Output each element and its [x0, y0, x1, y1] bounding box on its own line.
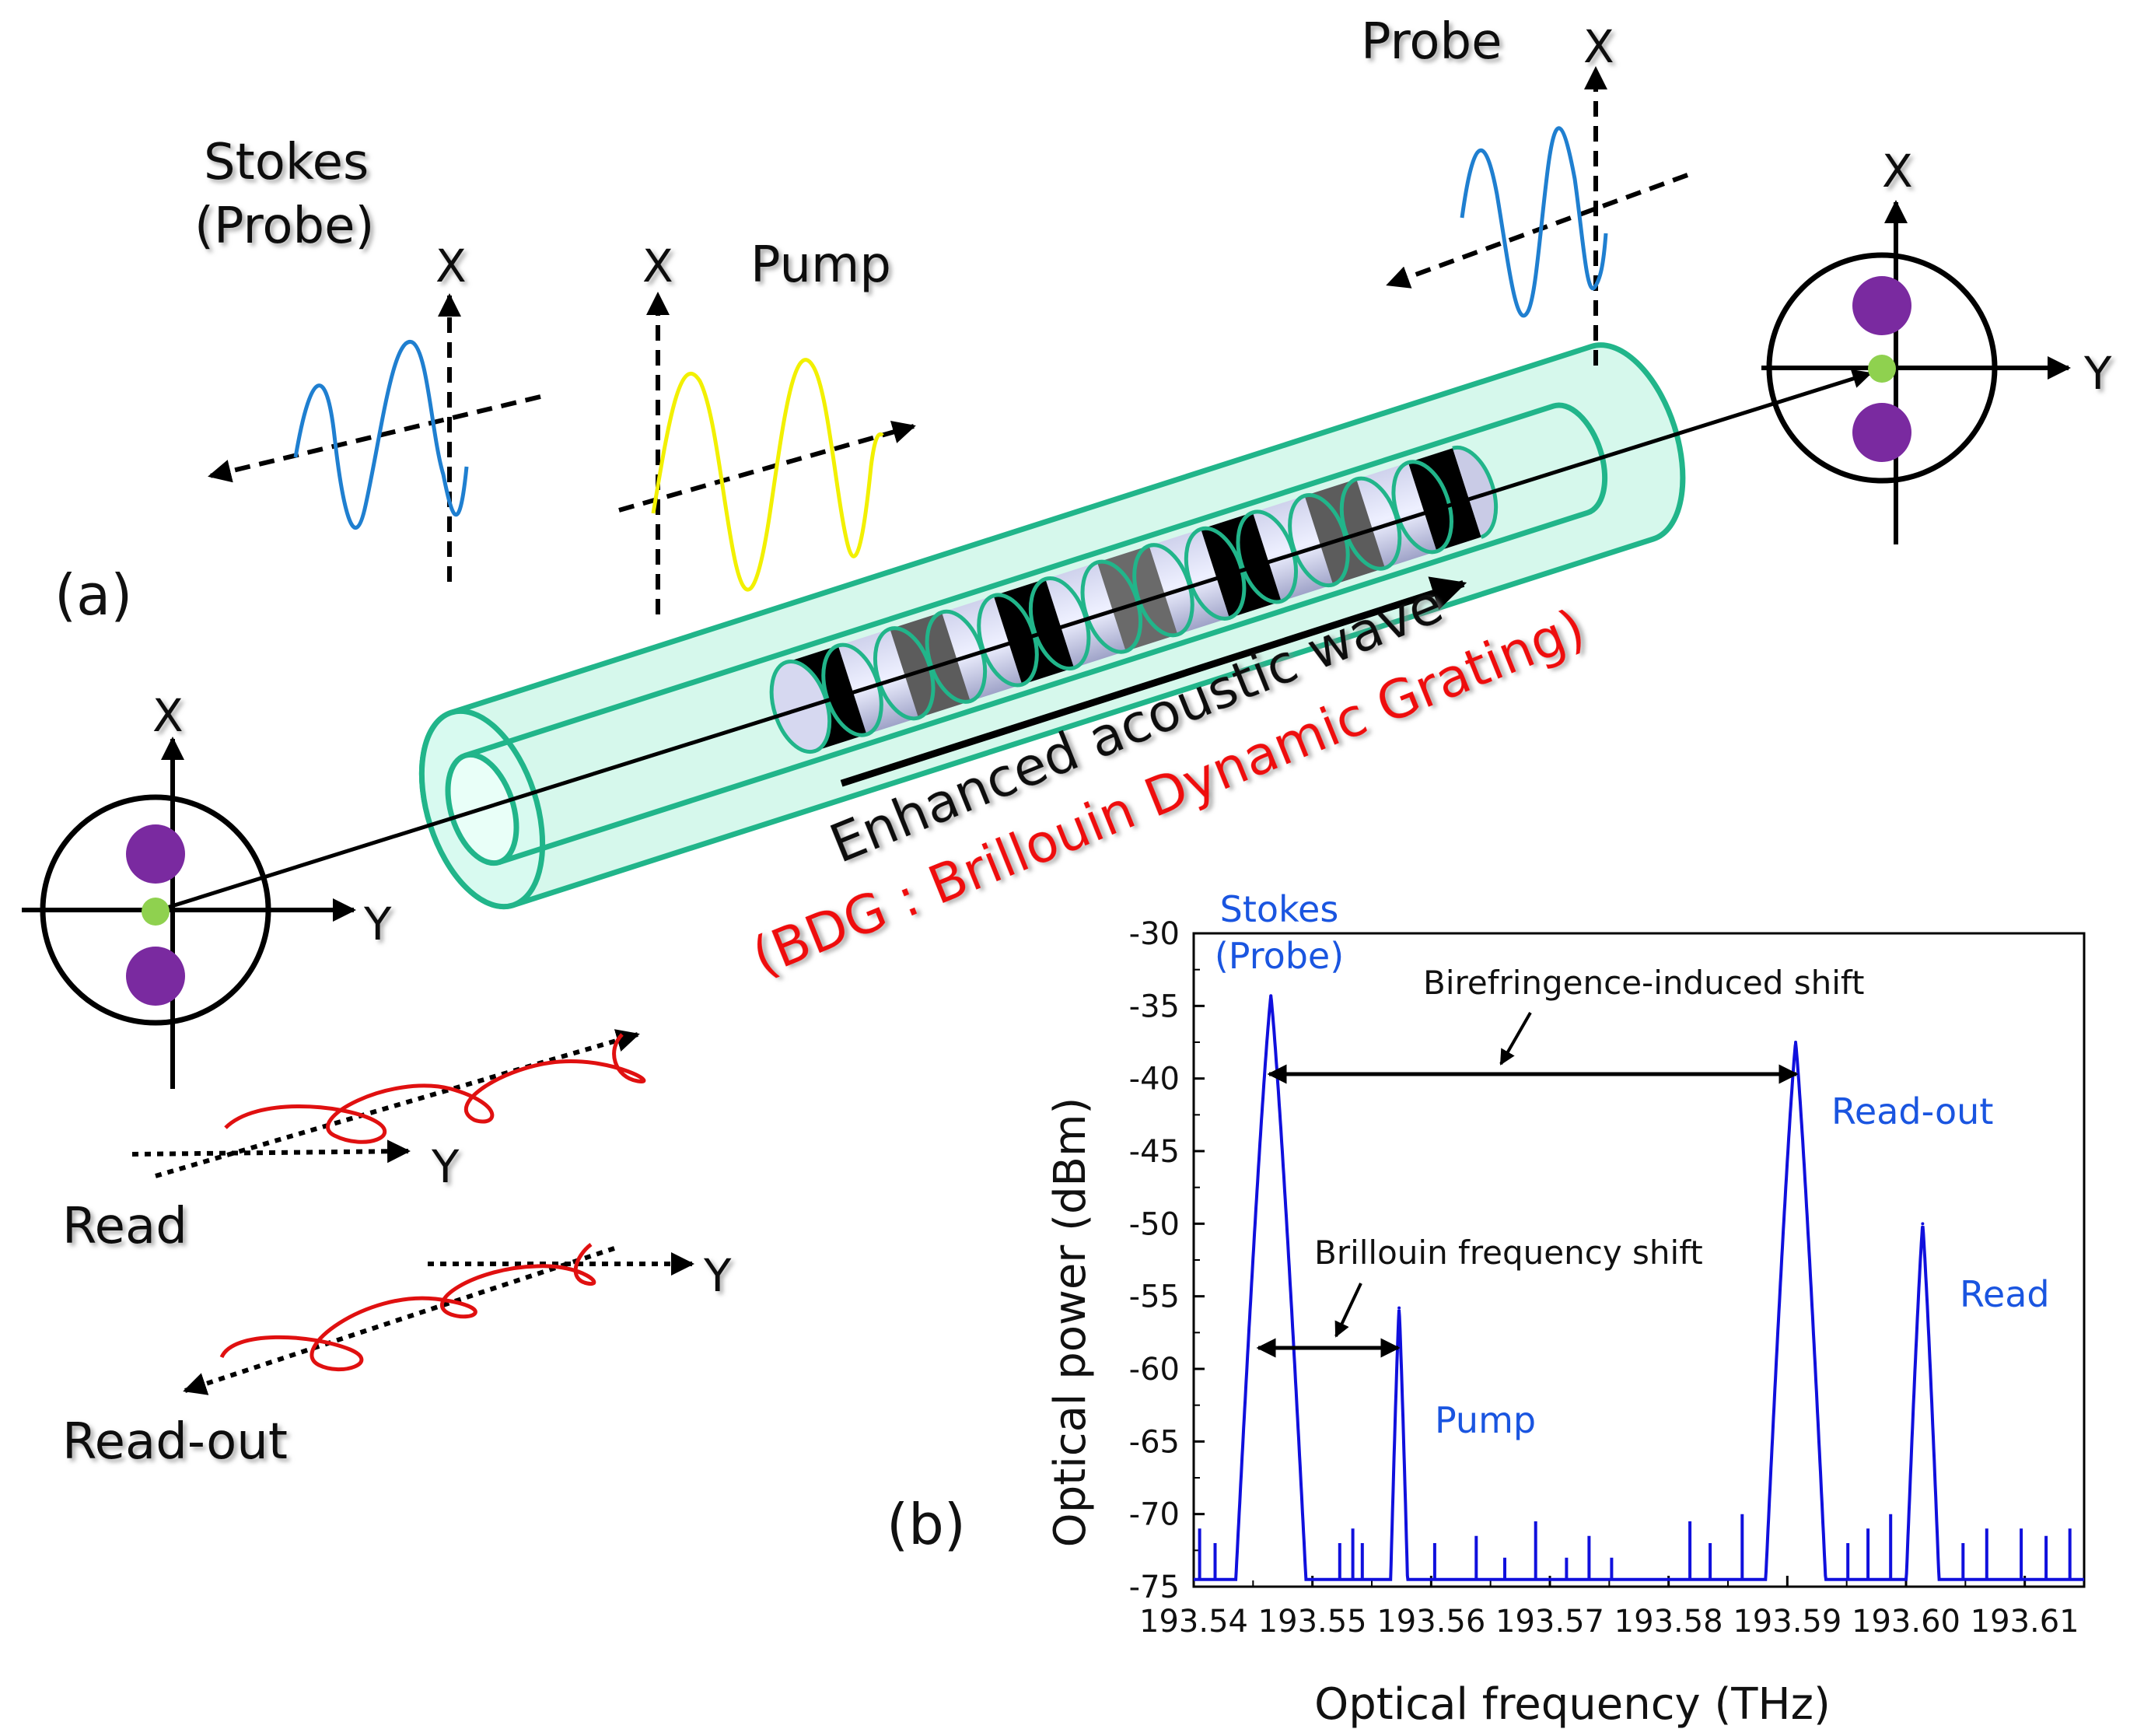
panel-a-schematic: Enhanced acoustic wave (BDG : Brillouin … — [22, 13, 2112, 1471]
pump-axis-x: X — [642, 240, 673, 292]
y-tick-label: -70 — [1129, 1497, 1180, 1533]
propagation-axis-line — [159, 369, 1873, 912]
y-tick-label: -50 — [1129, 1206, 1180, 1242]
x-axis-label: Optical frequency (THz) — [1314, 1679, 1831, 1730]
x-tick-label: 193.59 — [1733, 1604, 1841, 1640]
stokes-wave — [293, 340, 469, 530]
chart-axes — [1192, 932, 2086, 1588]
birefringence-shift-annotation: Birefringence-induced shift — [1267, 964, 1864, 1084]
stokes-wave-group: X Stokes (Probe) — [194, 134, 541, 582]
y-tick-label: -45 — [1129, 1134, 1180, 1170]
y-tick-label: -35 — [1129, 989, 1180, 1024]
readout-label: Read-out — [62, 1413, 288, 1471]
probe-wave-group: X Probe — [1361, 13, 1689, 366]
read-wave-group: Y Read — [62, 1029, 646, 1255]
pump-wave — [651, 358, 884, 592]
x-tick-label: 193.61 — [1971, 1604, 2079, 1640]
mode-lobe-upper — [126, 824, 185, 884]
stokes-axis-x: X — [435, 240, 467, 292]
acoustic-wave-arrow — [840, 576, 1467, 787]
birefringence-label: Birefringence-induced shift — [1423, 964, 1864, 1002]
panel-b-label: (b) — [887, 1492, 966, 1557]
x-tick-label: 193.55 — [1258, 1604, 1367, 1640]
mode-lobe-lower — [1852, 403, 1911, 462]
pump-label: Pump — [750, 236, 891, 294]
probe-label: Probe — [1361, 13, 1502, 71]
peak-point — [1921, 1222, 1925, 1226]
probe-wave — [1460, 126, 1608, 318]
probe-axis-x: X — [1583, 20, 1614, 73]
brillouin-shift-annotation: Brillouin frequency shift — [1256, 1234, 1703, 1358]
stokes-label-line2: (Probe) — [194, 198, 374, 255]
read-label: Read — [62, 1198, 187, 1255]
x-tick-label: 193.58 — [1614, 1604, 1723, 1640]
spectrum-line — [1194, 996, 2084, 1581]
optical-fiber — [418, 342, 1686, 910]
read-wave — [224, 1033, 646, 1144]
x-tick-label: 193.54 — [1139, 1604, 1248, 1640]
y-tick-label: -40 — [1129, 1062, 1180, 1097]
readout-axis-y: Y — [703, 1249, 732, 1302]
y-tick-label: -55 — [1129, 1279, 1180, 1315]
peak-label-stokes-line1: Stokes — [1220, 888, 1339, 930]
acoustic-grating — [769, 445, 1499, 754]
output-fiber-cross-section: X Y — [1761, 145, 2112, 544]
readout-wave-group: Y Read-out — [62, 1243, 732, 1471]
y-tick-label: -65 — [1129, 1424, 1180, 1460]
output-axis-x: X — [1882, 145, 1913, 198]
peak-point — [1397, 1306, 1401, 1310]
peak-label-stokes-line2: (Probe) — [1215, 935, 1344, 977]
y-tick-label: -75 — [1129, 1570, 1180, 1605]
readout-wave — [219, 1243, 596, 1372]
input-fiber-cross-section: X Y — [22, 689, 392, 1089]
peak-label-pump: Pump — [1435, 1399, 1536, 1441]
brillouin-label: Brillouin frequency shift — [1314, 1234, 1703, 1272]
input-axis-y: Y — [363, 898, 392, 950]
peak-label-read: Read — [1960, 1273, 2050, 1315]
x-tick-label: 193.56 — [1376, 1604, 1485, 1640]
output-axis-y: Y — [2083, 347, 2112, 400]
x-tick-label: 193.60 — [1852, 1604, 1960, 1640]
core-dot — [1868, 355, 1896, 383]
panel-a-label: (a) — [54, 562, 132, 628]
mode-lobe-upper — [1852, 276, 1911, 335]
y-tick-label: -60 — [1129, 1352, 1180, 1388]
stokes-label-line1: Stokes — [204, 134, 369, 191]
pump-wave-group: X Pump — [618, 236, 916, 614]
peak-label-readout: Read-out — [1831, 1090, 1993, 1132]
read-axis-y: Y — [431, 1140, 460, 1193]
fiber-core-tube — [463, 402, 1608, 865]
y-tick-label: -30 — [1129, 916, 1180, 952]
y-axis-label: Optical power (dBm) — [1045, 1097, 1096, 1548]
input-axis-x: X — [152, 689, 184, 742]
core-dot — [142, 898, 170, 926]
x-tick-label: 193.57 — [1495, 1604, 1604, 1640]
mode-lobe-lower — [126, 947, 185, 1006]
